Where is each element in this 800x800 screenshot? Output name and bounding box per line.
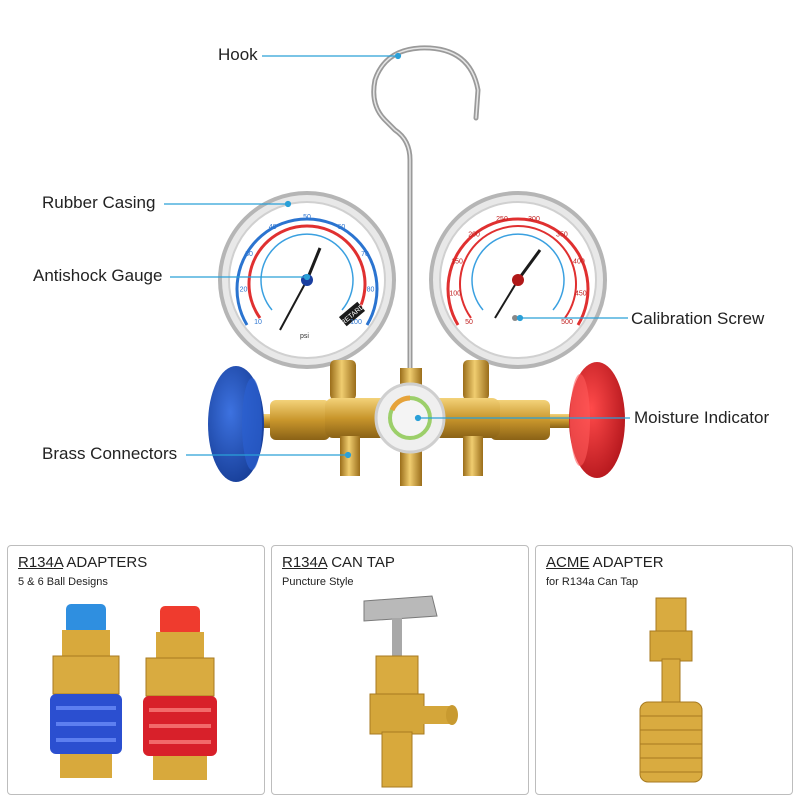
- card-r134a-can-tap: R134A CAN TAP Puncture Style: [271, 545, 529, 795]
- card-title: R134A ADAPTERS: [18, 554, 147, 571]
- callout-antishock-gauge: Antishock Gauge: [33, 266, 163, 285]
- card-subtitle: 5 & 6 Ball Designs: [18, 576, 108, 588]
- right-gauge-tick-label: 150: [451, 259, 463, 266]
- blue-valve-knob: [208, 366, 264, 482]
- callout-lines: [164, 52, 630, 459]
- right-gauge-tick-label: 400: [573, 259, 585, 266]
- card-title-rest: CAN TAP: [327, 554, 395, 571]
- left-gauge-tick-label: 10: [254, 319, 262, 326]
- card-title-main: ACME: [546, 554, 590, 571]
- acme-adapter-image: [639, 597, 703, 783]
- left-gauge-tick-label: 60: [338, 224, 346, 231]
- right-gauge-tick-label: 250: [496, 216, 508, 223]
- card-title-main: R134A: [18, 554, 64, 571]
- callout-brass-connectors: Brass Connectors: [42, 444, 178, 463]
- right-gauge-tick-label: 350: [556, 231, 568, 238]
- right-gauge-tick-label: 450: [575, 290, 587, 297]
- manifold-gauge-illustration: RETARD psi: [164, 45, 630, 486]
- card-subtitle: Puncture Style: [282, 576, 354, 588]
- card-title-rest: ADAPTERS: [63, 554, 148, 571]
- right-gauge-tick-label: 50: [465, 319, 473, 326]
- card-acme-adapter: ACME ADAPTER for R134a Can Tap: [535, 545, 793, 795]
- left-gauge-tick-label: 30: [245, 251, 253, 258]
- coupler-adapters-image: [50, 604, 217, 780]
- card-title: ACME ADAPTER: [546, 554, 664, 571]
- can-tap-image: [363, 595, 458, 788]
- left-gauge-tick-label: 20: [240, 286, 248, 293]
- callout-rubber-casing: Rubber Casing: [42, 193, 156, 212]
- card-title: R134A CAN TAP: [282, 554, 395, 571]
- red-valve-knob: [569, 362, 625, 478]
- card-r134a-adapters: R134A ADAPTERS 5 & 6 Ball Designs: [7, 545, 265, 795]
- left-gauge-tick-label: 70: [361, 251, 369, 258]
- card-title-rest: ADAPTER: [589, 554, 664, 571]
- callout-moisture-indicator: Moisture Indicator: [634, 408, 770, 427]
- right-gauge-tick-label: 300: [528, 216, 540, 223]
- left-gauge-tick-label: 100: [350, 319, 362, 326]
- manifold-body: [250, 360, 580, 486]
- left-gauge-tick-label: 80: [367, 286, 375, 293]
- high-pressure-gauge: [429, 191, 607, 369]
- card-subtitle: for R134a Can Tap: [546, 576, 639, 588]
- left-gauge-tick-label: 50: [303, 214, 311, 221]
- gauge-unit: psi: [300, 333, 309, 340]
- callout-calibration-screw: Calibration Screw: [631, 309, 765, 328]
- right-gauge-tick-label: 500: [561, 319, 573, 326]
- left-gauge-tick-label: 40: [269, 224, 277, 231]
- right-gauge-tick-label: 200: [468, 231, 480, 238]
- card-title-main: R134A: [282, 554, 328, 571]
- right-gauge-tick-label: 100: [449, 290, 461, 297]
- callout-hook: Hook: [218, 45, 258, 64]
